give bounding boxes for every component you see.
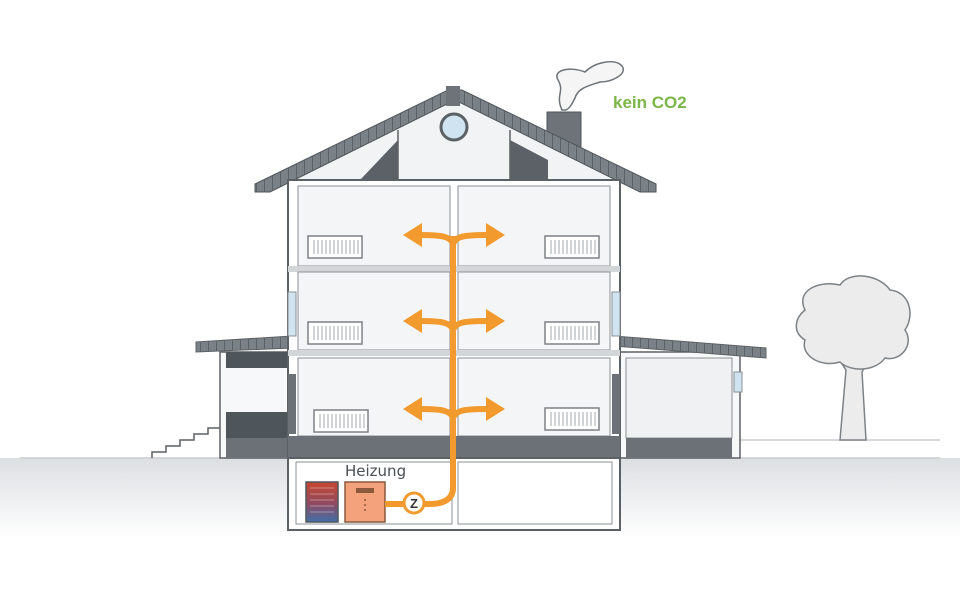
heating-system: Z Heizung bbox=[305, 462, 426, 523]
pump-label: Z bbox=[410, 496, 418, 511]
main-roof bbox=[254, 86, 657, 193]
radiator-icon bbox=[313, 409, 369, 433]
radiator-icon bbox=[544, 235, 600, 259]
circulation-pump-icon: Z bbox=[402, 491, 426, 515]
heat-riser-pipe bbox=[415, 405, 456, 507]
radiator-icon bbox=[544, 407, 600, 431]
storage-tank bbox=[305, 481, 339, 523]
attic-round-window bbox=[439, 112, 469, 142]
no-co2-label: kein CO2 bbox=[613, 93, 687, 112]
heat-distribution bbox=[403, 223, 505, 507]
radiator-icon bbox=[544, 321, 600, 345]
left-annex bbox=[151, 335, 293, 459]
heating-label: Heizung bbox=[345, 462, 406, 480]
heating-boiler bbox=[344, 481, 386, 523]
heat-arrow-icon bbox=[403, 309, 505, 333]
tree-icon bbox=[795, 275, 911, 441]
radiators bbox=[307, 235, 600, 433]
chimney-smoke-icon bbox=[556, 60, 625, 111]
heat-arrow-icon bbox=[403, 223, 505, 247]
tank-stripes bbox=[310, 487, 334, 513]
radiator-icon bbox=[307, 235, 363, 259]
radiator-icon bbox=[307, 321, 363, 345]
heat-arrow-icon bbox=[403, 397, 505, 421]
outdoor-stairs bbox=[151, 427, 220, 458]
